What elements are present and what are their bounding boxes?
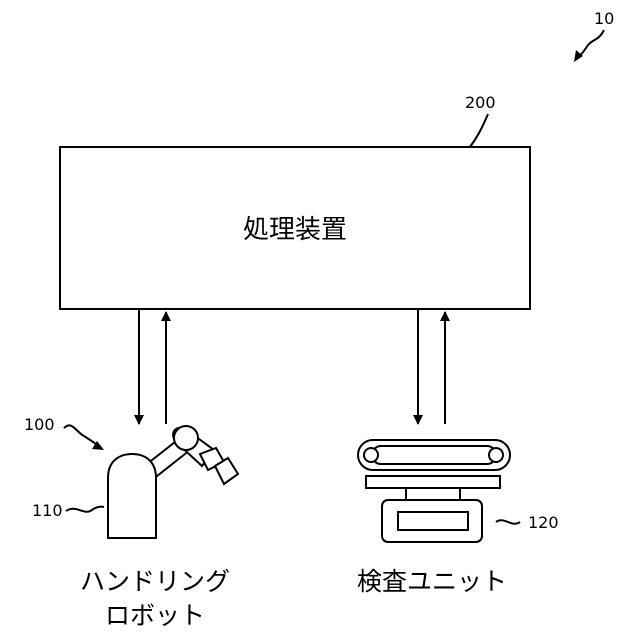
- processing-device-ref-leader: [470, 114, 488, 147]
- inspection-camera-window: [398, 512, 468, 530]
- system-ref-arrowhead-icon: [574, 50, 583, 62]
- robot-ref-leader: [64, 425, 98, 446]
- inspection-ref-label: 120: [528, 513, 559, 532]
- robot-ref-label: 100: [24, 415, 55, 434]
- inspection-unit: [358, 440, 510, 542]
- processing-device-ref-label: 200: [465, 93, 496, 112]
- processing-device-label: 処理装置: [243, 215, 347, 245]
- inspection-stage: [366, 476, 500, 488]
- robot-label-line1: ハンドリング: [80, 567, 230, 596]
- robot-base: [108, 454, 156, 538]
- inspection-label: 検査ユニット: [357, 567, 507, 596]
- robot-base-ref-leader: [66, 507, 104, 512]
- system-ref-label: 10: [594, 9, 614, 28]
- robot-base-ref-label: 110: [32, 501, 63, 520]
- system-ref-leader: [577, 30, 604, 58]
- robot-label-line2: ロボット: [105, 601, 205, 630]
- conveyor-roller-left: [364, 448, 378, 462]
- inspection-ref-leader: [496, 520, 520, 523]
- conveyor-roller-right: [489, 448, 503, 462]
